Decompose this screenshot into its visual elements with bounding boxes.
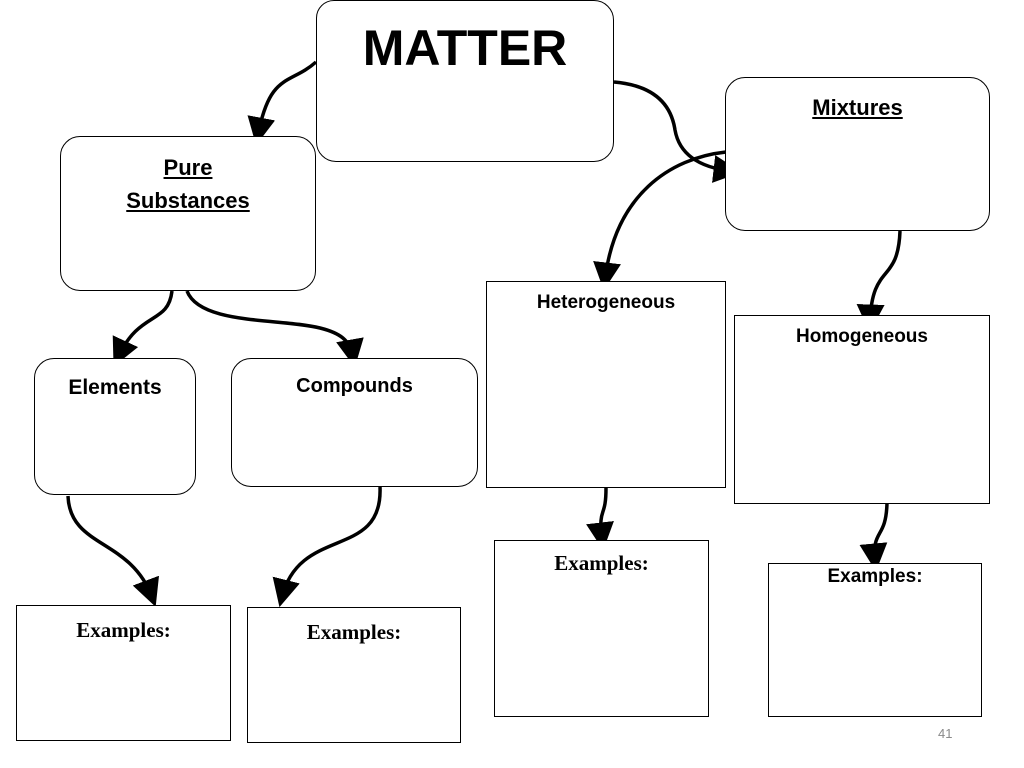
heterogeneous-examples-box: Examples:	[494, 540, 709, 717]
arrow-matter-to-pure-substances	[247, 60, 318, 146]
elements-box: Elements	[34, 358, 196, 495]
arrow-mixtures-to-heterogeneous	[593, 150, 727, 291]
matter-box: MATTER	[316, 0, 614, 162]
heterogeneous-box: Heterogeneous	[486, 281, 726, 488]
arrow-elements-to-examples	[66, 495, 159, 607]
arrow-pure-to-elements	[112, 290, 174, 367]
matter-title: MATTER	[362, 20, 568, 76]
arrow-matter-to-mixtures	[613, 80, 742, 183]
arrow-pure-to-compounds	[185, 290, 364, 368]
elements-examples-box: Examples:	[16, 605, 231, 741]
elements-label: Elements	[68, 376, 162, 399]
compounds-examples-box: Examples:	[247, 607, 461, 743]
homogeneous-box: Homogeneous	[734, 315, 990, 504]
mixtures-box: Mixtures	[725, 77, 990, 231]
heterogeneous-label: Heterogeneous	[536, 292, 676, 313]
arrow-heterogeneous-to-examples	[586, 487, 614, 551]
homogeneous-examples-label: Examples:	[827, 566, 923, 587]
arrow-homogeneous-to-examples	[859, 502, 889, 572]
mixtures-label: Mixtures	[812, 95, 903, 120]
homogeneous-label: Homogeneous	[796, 326, 928, 347]
arrow-mixtures-to-homogeneous	[856, 230, 902, 333]
pure-substances-label-line1: Pure	[163, 155, 213, 180]
pure-substances-box: Pure Substances	[60, 136, 316, 291]
heterogeneous-examples-label: Examples:	[554, 551, 649, 575]
elements-examples-label: Examples:	[76, 618, 171, 642]
homogeneous-examples-box: Examples:	[768, 563, 982, 717]
pure-substances-label-line2: Substances	[126, 188, 250, 213]
compounds-label: Compounds	[296, 375, 413, 397]
arrow-compounds-to-examples	[272, 486, 382, 608]
compounds-box: Compounds	[231, 358, 478, 487]
compounds-examples-label: Examples:	[306, 620, 402, 644]
slide-number: 41	[938, 726, 953, 741]
